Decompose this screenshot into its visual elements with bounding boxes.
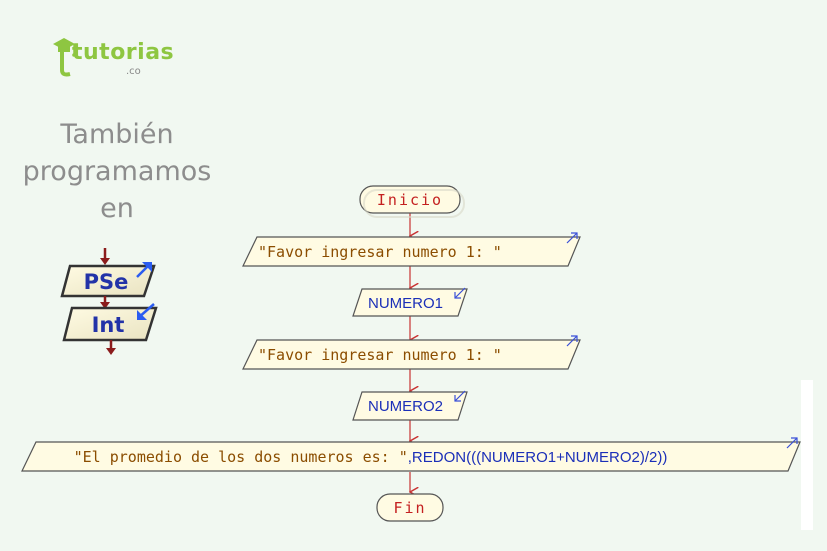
output-node: "Favor ingresar numero 1: " (242, 335, 581, 370)
output-marker-icon (786, 437, 798, 449)
input-variable: NUMERO1 (368, 295, 443, 312)
arrow-down-icon (100, 296, 110, 309)
output-node: "Favor ingresar numero 1: " (242, 232, 581, 267)
input-marker-icon (137, 303, 155, 320)
output-string: "El promedio de los dos numeros es: " (74, 448, 408, 466)
start-label: Inicio (377, 191, 443, 209)
start-node: Inicio (359, 185, 465, 218)
logo-text: tutorias (72, 40, 175, 65)
logo-domain: .co (126, 66, 141, 77)
int-label: Int (92, 313, 125, 337)
input-node: NUMERO1 (352, 287, 468, 317)
output-marker-icon (136, 262, 152, 278)
output-expr: ,REDON(((NUMERO1+NUMERO2)/2)) (408, 449, 668, 466)
tagline: También programamos en (22, 119, 212, 224)
scroll-edge (801, 380, 813, 530)
output-expression: "El promedio de los dos numeros es: ",RE… (38, 447, 693, 466)
output-node: "El promedio de los dos numeros es: ",RE… (21, 437, 801, 472)
pse-label: PSe (84, 270, 129, 294)
output-text: "Favor ingresar numero 1: " (258, 243, 502, 261)
output-marker-icon (566, 335, 578, 347)
tutorias-logo (53, 38, 76, 77)
arrow-down-icon (106, 340, 116, 355)
pseint-logo: PSe Int (60, 248, 158, 355)
input-marker-icon (454, 287, 466, 299)
end-label: Fin (393, 499, 426, 517)
input-marker-icon (454, 390, 466, 402)
arrow-down-icon (100, 248, 110, 265)
pse-shape (60, 264, 156, 298)
input-node: NUMERO2 (352, 390, 468, 421)
end-node: Fin (376, 493, 444, 522)
output-text: "Favor ingresar numero 1: " (258, 346, 502, 364)
input-variable: NUMERO2 (368, 398, 443, 415)
output-marker-icon (566, 232, 578, 244)
graduation-cap-icon (53, 38, 76, 77)
int-shape (62, 306, 158, 342)
